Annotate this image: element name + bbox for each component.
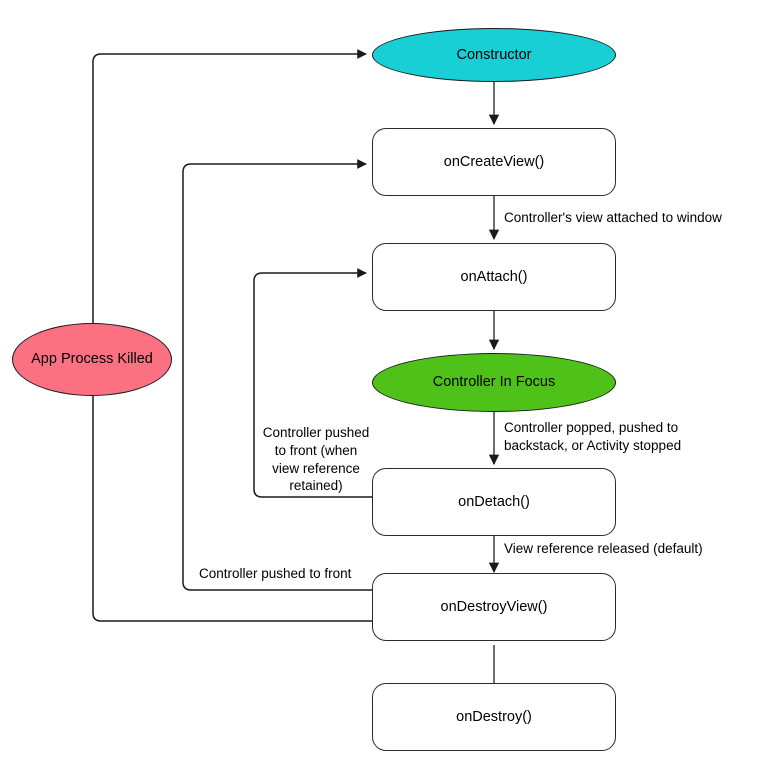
node-onattach[interactable]: onAttach()	[372, 243, 616, 311]
node-app-process-killed[interactable]: App Process Killed	[12, 323, 172, 396]
edge-label-view-attached: Controller's view attached to window	[504, 210, 722, 225]
node-ondestroy-label: onDestroy()	[456, 708, 532, 725]
edge-label-pushed-front-retained: Controller pushed to front (when view re…	[262, 425, 370, 494]
edge-ondestroyview-to-oncreateview-loop	[182, 159, 372, 591]
edge-label-popped-or-stopped: Controller popped, pushed to backstack, …	[504, 420, 682, 453]
node-controller-in-focus[interactable]: Controller In Focus	[372, 353, 616, 412]
node-controller-in-focus-label: Controller In Focus	[432, 374, 556, 391]
node-ondetach-label: onDetach()	[458, 493, 530, 510]
node-ondestroyview-label: onDestroyView()	[440, 598, 548, 615]
node-constructor[interactable]: Constructor	[372, 28, 616, 82]
node-oncreateview-label: onCreateView()	[443, 153, 545, 170]
node-oncreateview[interactable]: onCreateView()	[372, 128, 616, 196]
node-ondetach[interactable]: onDetach()	[372, 468, 616, 536]
node-constructor-label: Constructor	[456, 46, 532, 63]
edge-ondetach-to-onattach-loop	[253, 268, 372, 498]
edge-label-view-released: View reference released (default)	[504, 541, 703, 556]
node-ondestroyview[interactable]: onDestroyView()	[372, 573, 616, 641]
edge-label-pushed-to-front: Controller pushed to front	[199, 566, 352, 581]
node-ondestroy[interactable]: onDestroy()	[372, 683, 616, 751]
node-onattach-label: onAttach()	[460, 268, 528, 285]
node-app-process-killed-label: App Process Killed	[31, 351, 153, 368]
